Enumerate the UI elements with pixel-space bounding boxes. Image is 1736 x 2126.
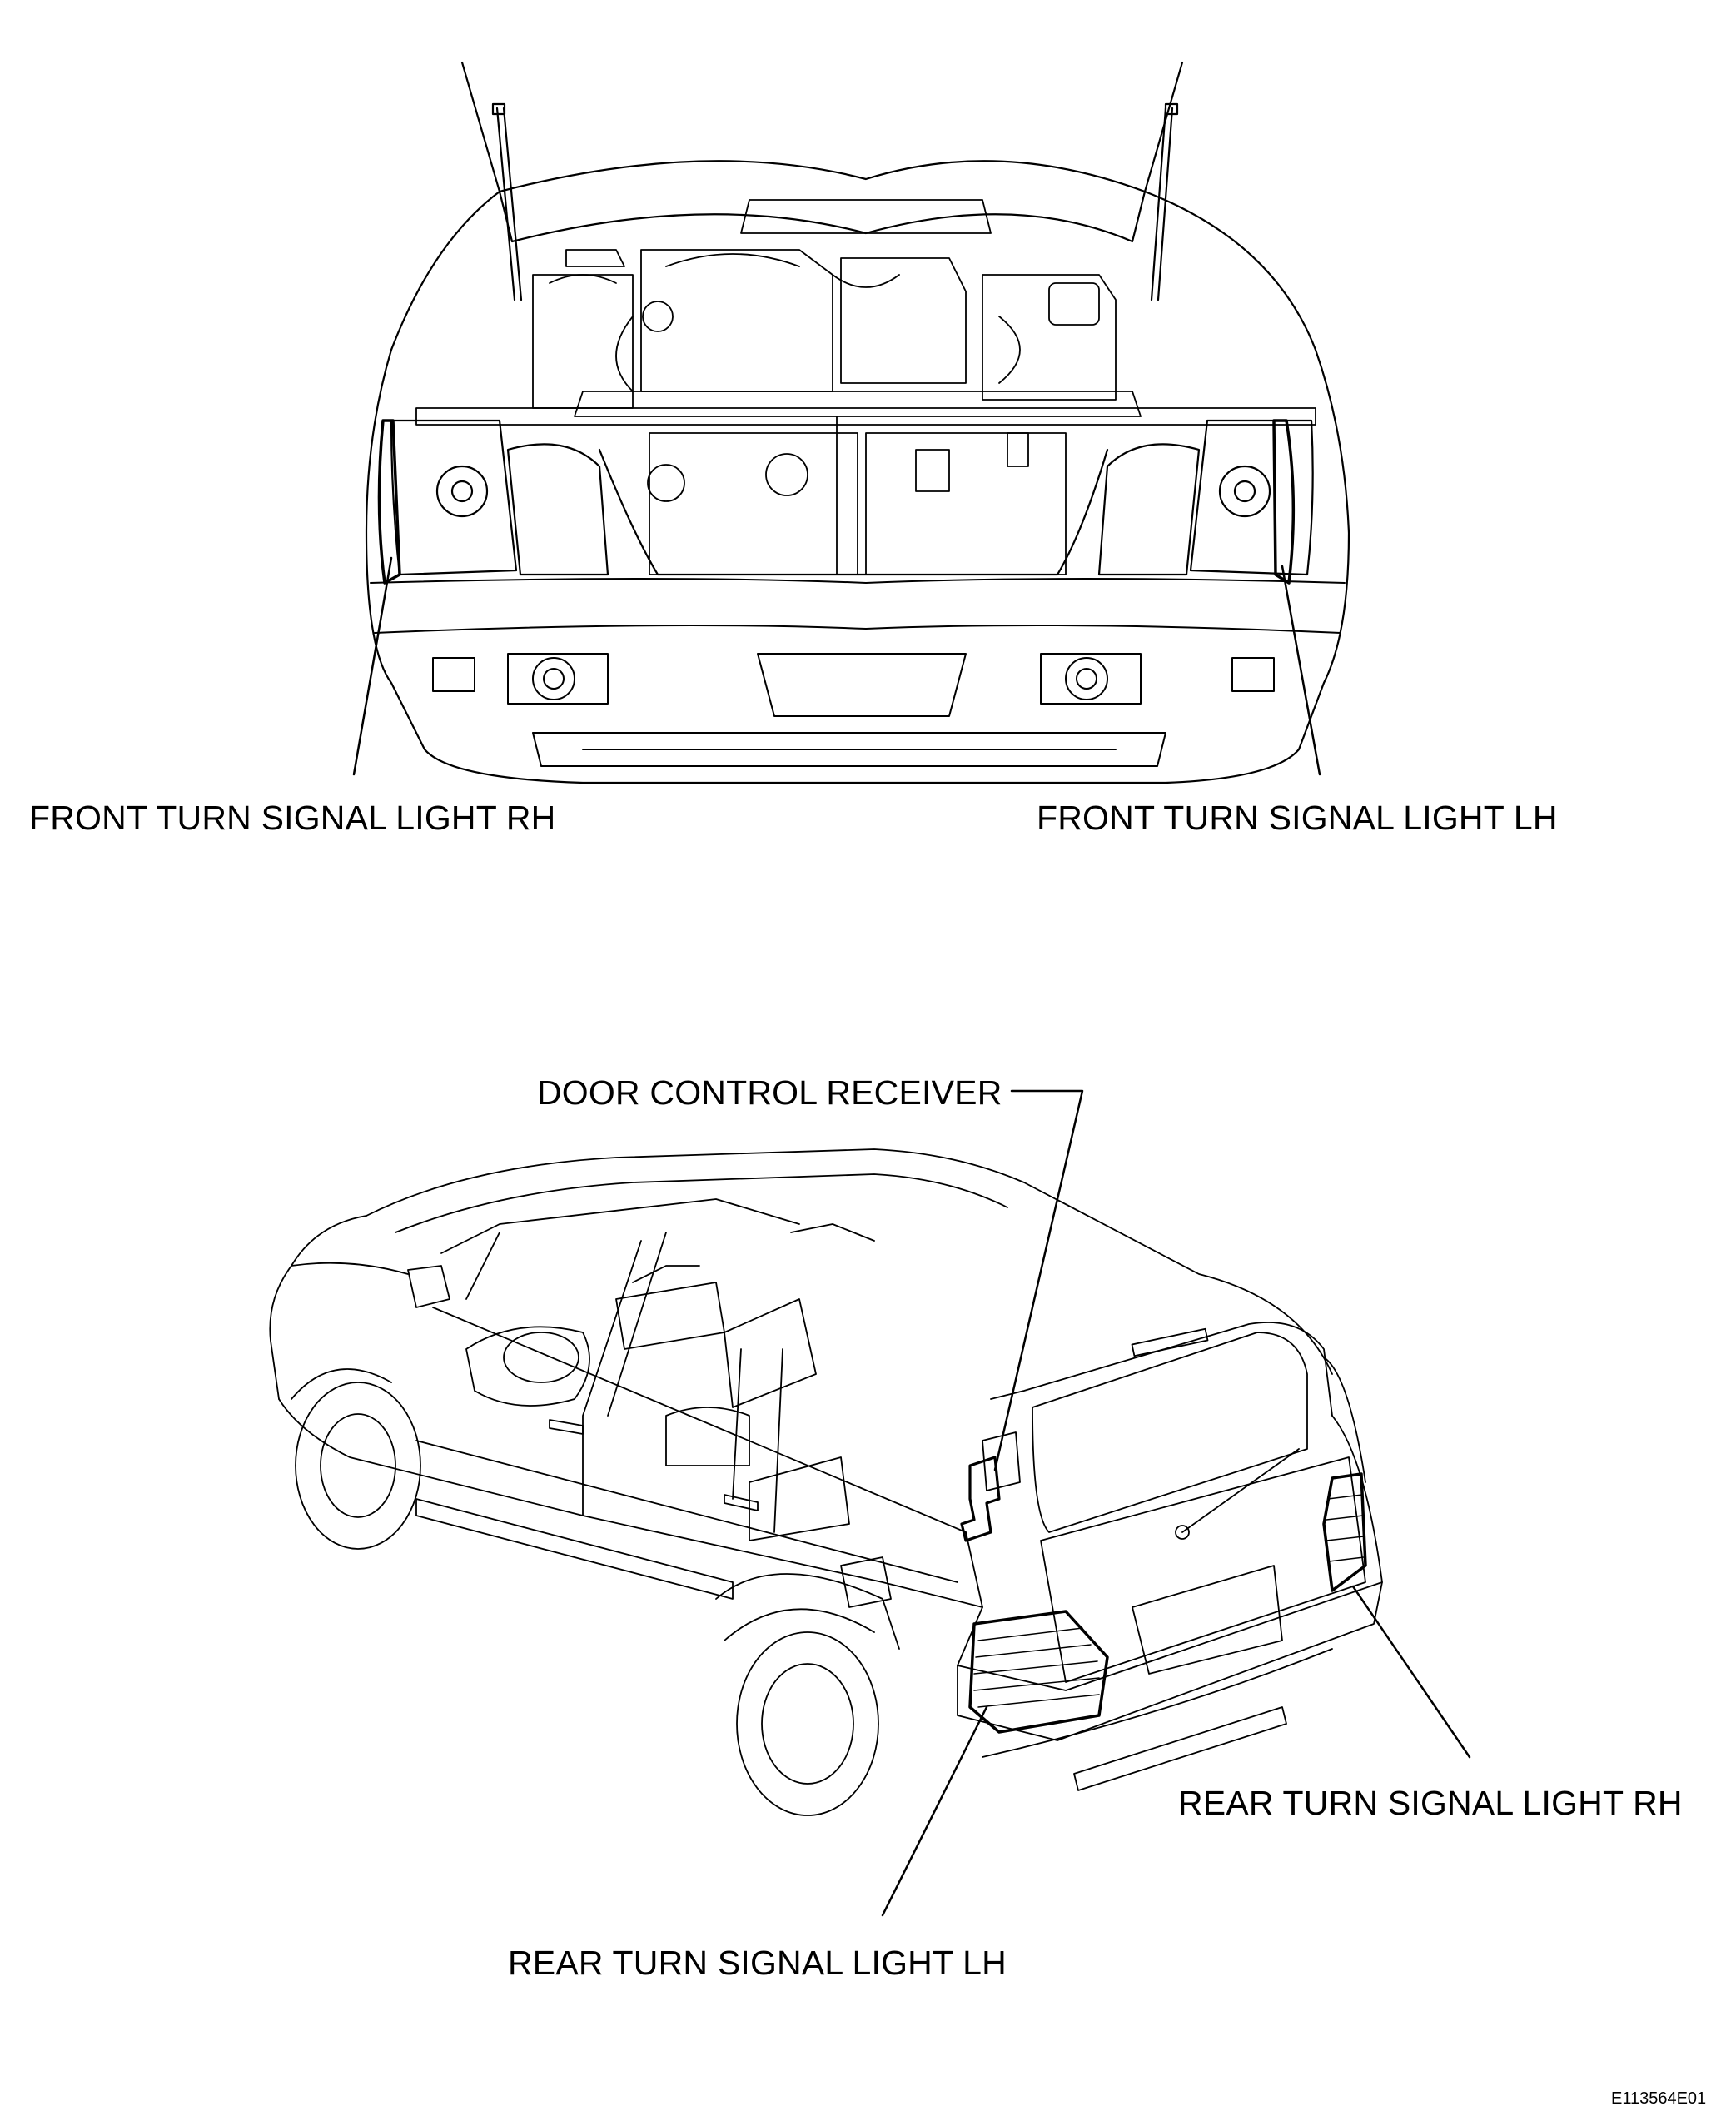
rear-bumper	[957, 1581, 1383, 1741]
grille	[598, 448, 1109, 576]
rear-view-vehicle	[269, 1148, 1383, 1816]
radiator-support	[415, 407, 1316, 575]
label-rear-turn-signal-light-rh: REAR TURN SIGNAL LIGHT RH	[1178, 1784, 1683, 1822]
body-outline	[365, 190, 1350, 784]
rear-body	[957, 1531, 983, 1666]
front-wheel	[291, 1368, 421, 1550]
hood-and-nose	[269, 1215, 367, 1400]
leader-door-control-receiver	[993, 1089, 1084, 1471]
front-view-vehicle	[365, 61, 1350, 784]
label-front-turn-signal-light-rh: FRONT TURN SIGNAL LIGHT RH	[29, 799, 556, 837]
side-body	[278, 1398, 983, 1608]
rocker-panel	[415, 1498, 734, 1600]
rear-wheel	[715, 1573, 900, 1816]
label-door-control-receiver: DOOR CONTROL RECEIVER	[537, 1073, 1002, 1112]
leader-rear-lh	[881, 1705, 988, 1917]
hood-struts	[491, 102, 1179, 301]
rear-wiper	[1181, 1448, 1300, 1533]
door-control-receiver	[960, 1456, 1001, 1542]
headlamps	[390, 419, 1314, 576]
rear-turn-signal-light-rh	[1322, 1472, 1367, 1592]
leader-rear-rh	[1351, 1585, 1471, 1759]
figure-code: E113564E01	[1611, 2089, 1707, 2108]
roof-outline	[366, 1148, 1333, 1375]
high-mount-stop-lamp	[1131, 1327, 1209, 1357]
license-plate-recess	[1132, 1565, 1283, 1675]
side-mirror	[407, 1265, 450, 1308]
fuel-door	[840, 1556, 892, 1608]
front-turn-signal-light-rh	[377, 419, 401, 585]
leader-front-rh	[352, 556, 393, 776]
front-turn-signal-light-lh	[1272, 419, 1296, 585]
hood-inner-edge	[498, 190, 1147, 243]
front-bumper	[370, 578, 1346, 767]
rear-turn-signal-light-lh	[968, 1610, 1109, 1734]
leader-front-lh	[1281, 565, 1321, 776]
label-front-turn-signal-light-lh: FRONT TURN SIGNAL LIGHT LH	[1037, 799, 1558, 837]
open-hood	[460, 61, 1184, 193]
interior	[465, 1223, 875, 1541]
label-rear-turn-signal-light-lh: REAR TURN SIGNAL LIGHT LH	[508, 1944, 1007, 1982]
engine-bay	[532, 199, 1142, 417]
rear-window	[1032, 1332, 1308, 1533]
